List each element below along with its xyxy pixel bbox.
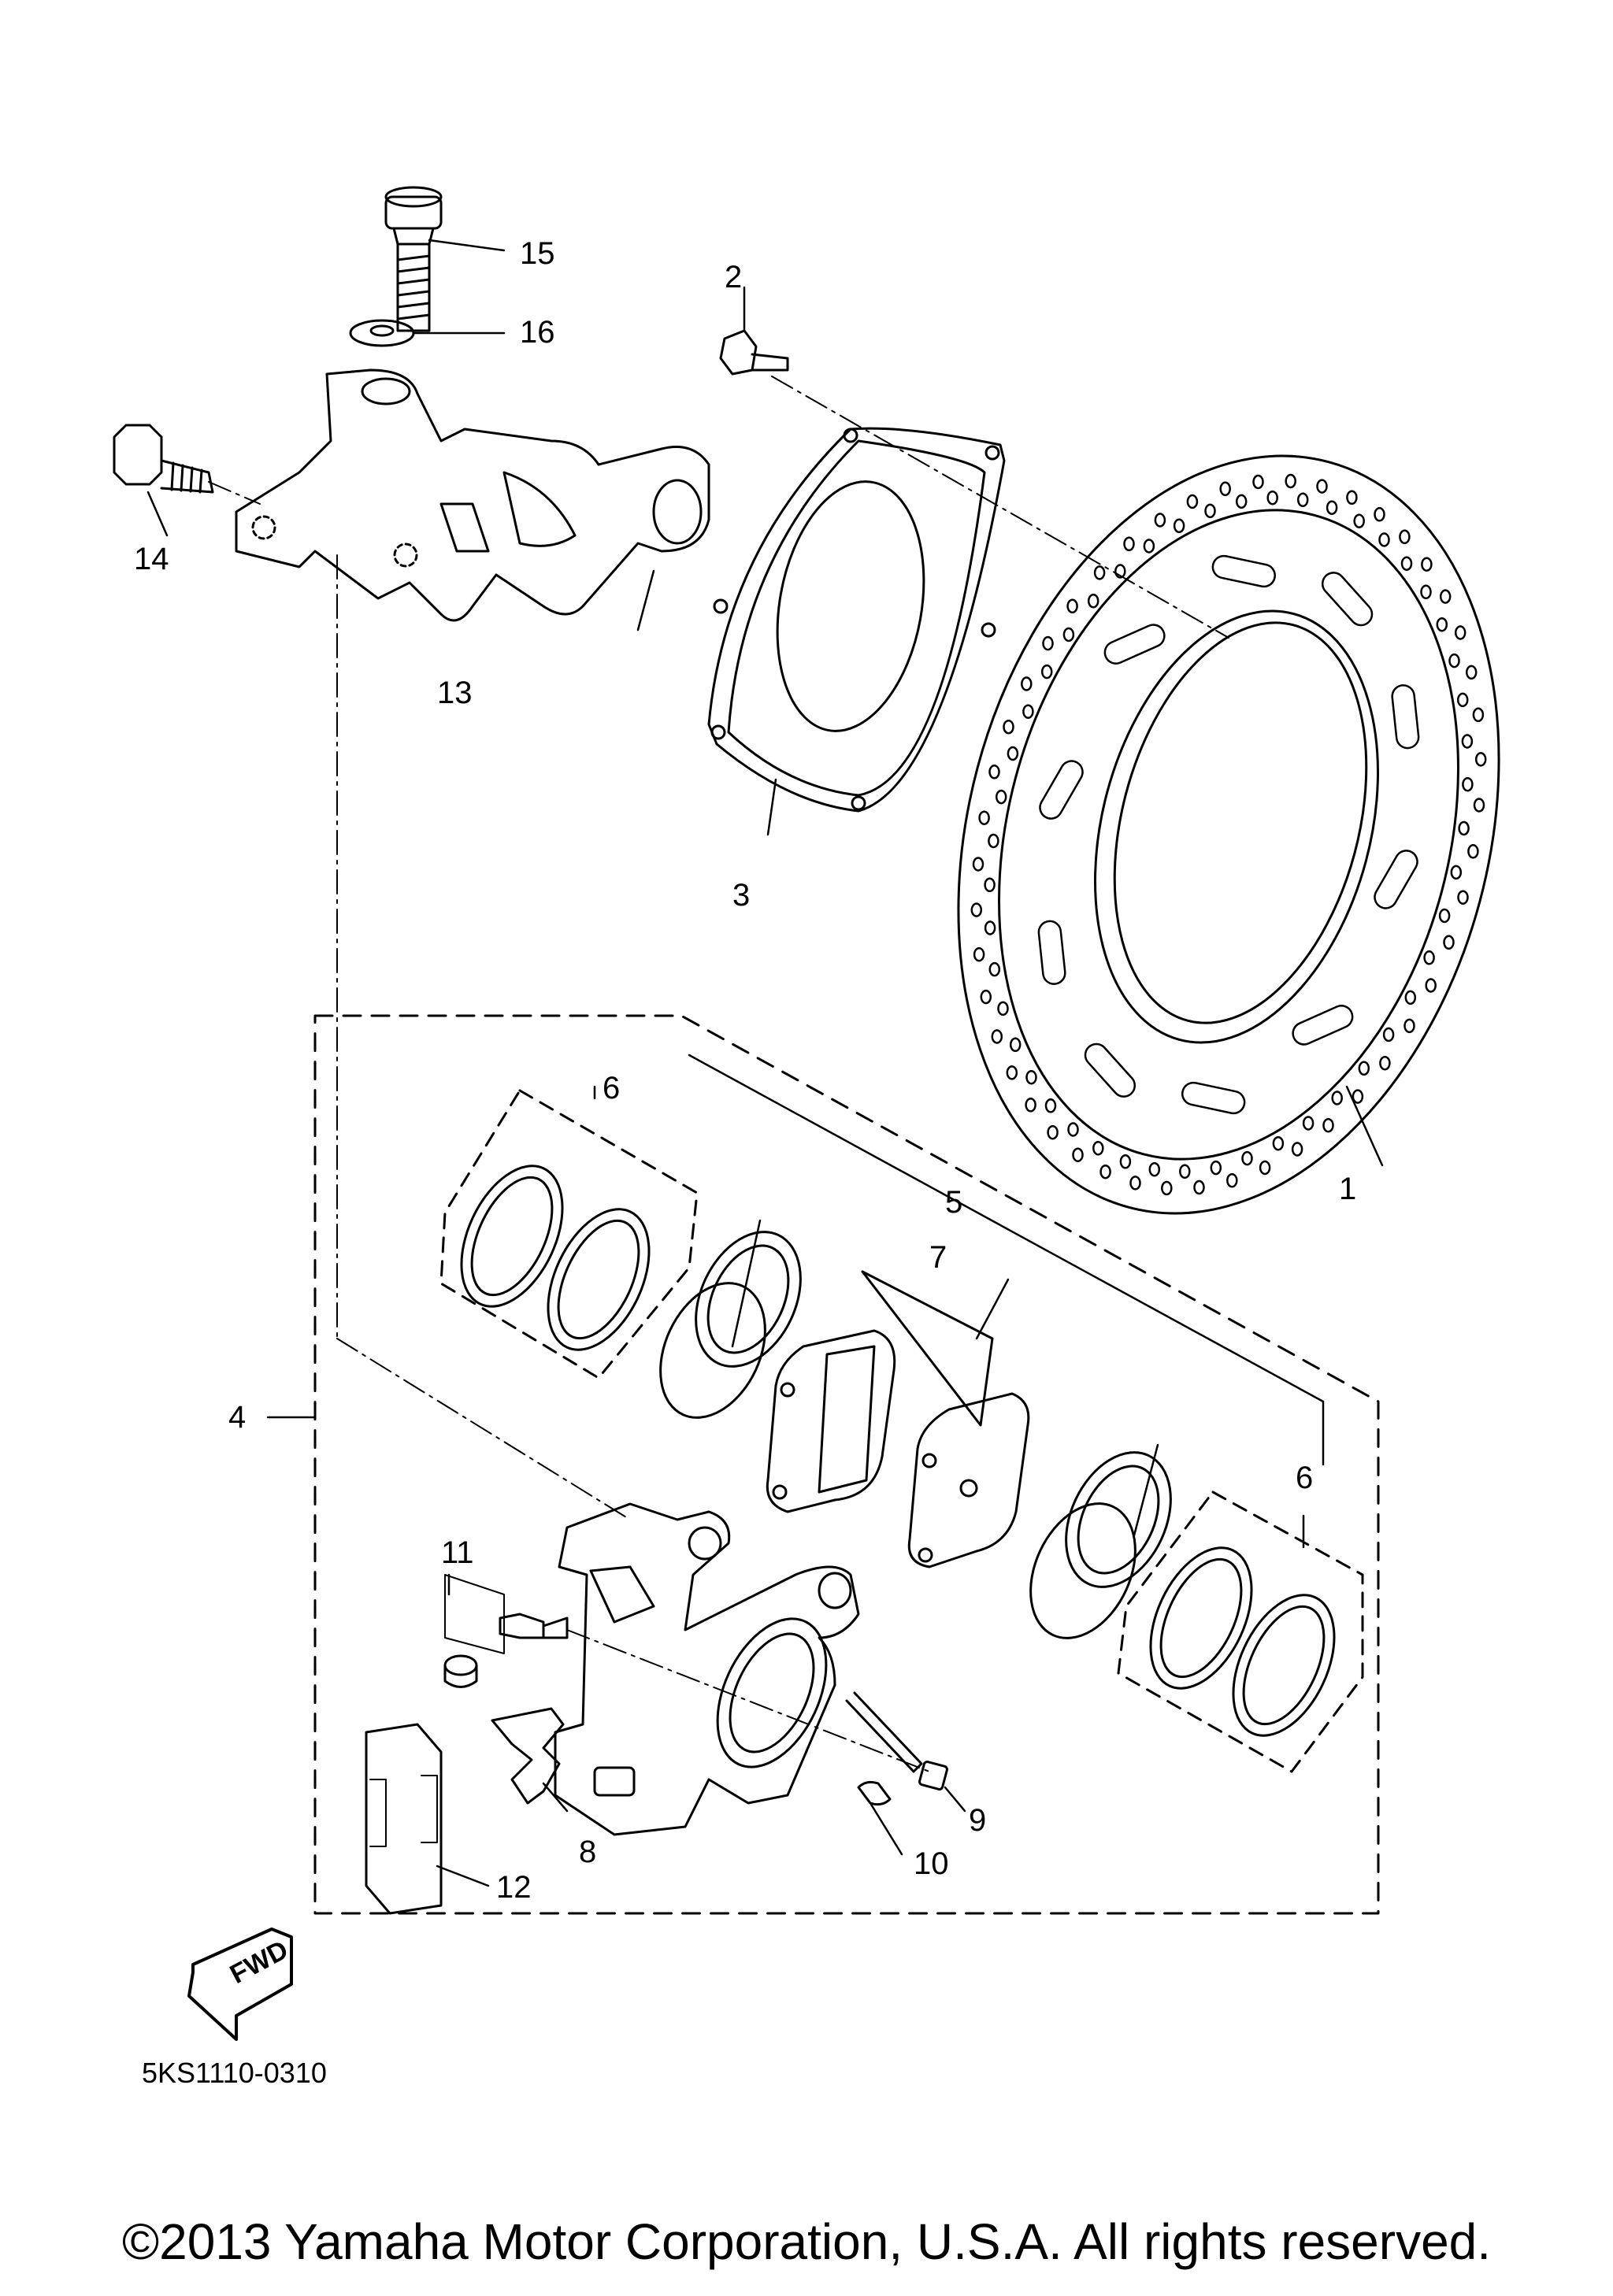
pad-shim-12 [365, 1723, 443, 1915]
alignment-lines [208, 376, 1229, 1772]
caliper-body [554, 1502, 860, 1836]
brake-pad-7b [907, 1392, 1030, 1568]
callout-1: 1 [1339, 1172, 1356, 1206]
callout-2: 2 [725, 260, 742, 294]
piston-5-left [659, 1231, 802, 1419]
fwd-label: FWD [225, 1935, 293, 1990]
caliper-assembly-boundary-4 [313, 1014, 1380, 1915]
callout-10: 10 [914, 1846, 949, 1881]
brake-disc-1 [957, 454, 1500, 1215]
callout-7: 7 [929, 1240, 947, 1275]
piston-5-right [1029, 1451, 1172, 1639]
washer-16 [349, 319, 415, 347]
piston-seals-left [460, 1165, 651, 1351]
callout-5: 5 [945, 1185, 962, 1220]
fwd-arrow-icon [187, 1928, 293, 2041]
callout-16: 16 [520, 315, 555, 350]
callout-4: 4 [228, 1400, 246, 1435]
callout-9: 9 [969, 1803, 986, 1838]
leader-lines [146, 239, 1384, 1887]
callout-15: 15 [520, 236, 555, 271]
callout-12: 12 [496, 1870, 532, 1905]
bolt-15 [384, 186, 443, 332]
callout-3: 3 [732, 878, 750, 913]
diagram-code: 5KS1110-0310 [142, 2057, 327, 2089]
callout-13: 13 [437, 676, 473, 710]
piston-seals-right [1149, 1546, 1336, 1737]
bolt-14 [113, 424, 214, 494]
pin-clip-10 [857, 1780, 892, 1806]
callout-6-left: 6 [603, 1071, 620, 1105]
disc-cover-3 [707, 427, 1006, 813]
pad-group-7-boundary [861, 1270, 994, 1427]
callout-6-right: 6 [1296, 1461, 1313, 1495]
brake-pad-7a [766, 1329, 896, 1513]
pad-pin-9 [845, 1691, 948, 1791]
caliper-bracket-13 [235, 368, 710, 622]
callout-11: 11 [441, 1535, 474, 1570]
pad-spring-8 [491, 1707, 565, 1805]
callout-8: 8 [579, 1835, 596, 1869]
bleed-screw-11 [443, 1574, 569, 1688]
bolt-2 [719, 329, 789, 376]
seal-group-6-right [1117, 1491, 1364, 1773]
callout-14: 14 [134, 542, 169, 576]
disc-holes [970, 473, 1487, 1196]
copyright-notice: ©2013 Yamaha Motor Corporation, U.S.A. A… [121, 2213, 1492, 2270]
callout-labels: 1 2 3 4 5 6 6 7 8 9 10 11 12 13 14 15 16 [134, 236, 1356, 1905]
